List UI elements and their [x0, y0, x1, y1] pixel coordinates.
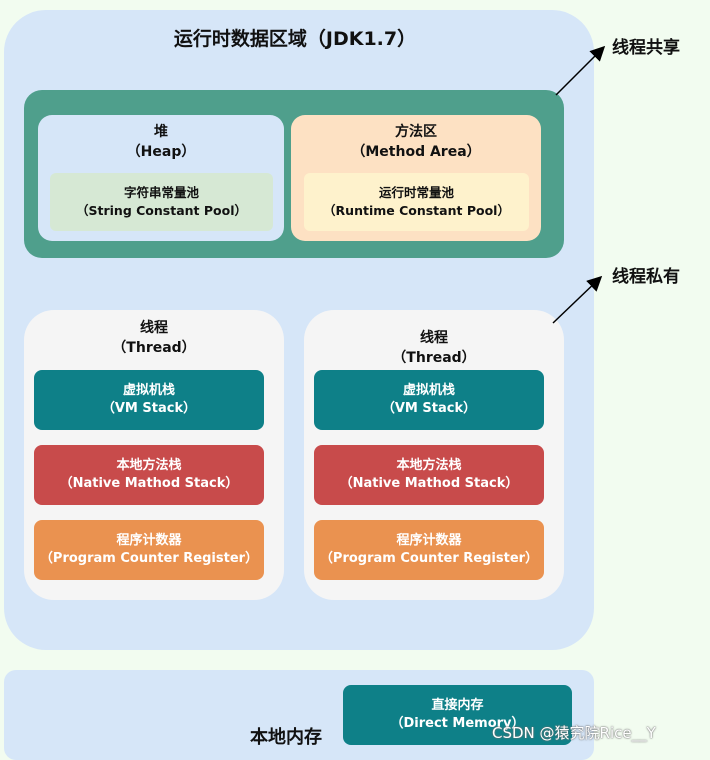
string-constant-pool-en: （String Constant Pool）: [76, 203, 247, 218]
native-stack-en: （Native Mathod Stack）: [59, 476, 239, 491]
thread-shared-label: 线程共享: [612, 38, 680, 58]
private-arrow: [552, 275, 603, 324]
thread-private-label: 线程私有: [612, 267, 680, 287]
direct-memory-cn: 直接内存: [431, 698, 484, 713]
direct-memory-en: （Direct Memory）: [390, 716, 525, 731]
thread-1-title: 线程 （Thread）: [24, 318, 284, 358]
runtime-constant-pool-box: 运行时常量池 （Runtime Constant Pool）: [304, 173, 529, 231]
vm-stack-cn: 虚拟机栈: [402, 383, 455, 398]
pc-register-cn: 程序计数器: [116, 533, 182, 548]
string-constant-pool-box: 字符串常量池 （String Constant Pool）: [50, 173, 273, 231]
native-stack-en: （Native Mathod Stack）: [339, 476, 519, 491]
runtime-constant-pool-en: （Runtime Constant Pool）: [323, 203, 510, 218]
csdn-watermark: CSDN @猿究院Rice__Y: [492, 724, 656, 742]
native-stack-cn: 本地方法栈: [396, 458, 462, 473]
native-stack-cn: 本地方法栈: [116, 458, 182, 473]
method-area-title-en: （Method Area）: [351, 144, 481, 160]
vm-stack-en: （VM Stack）: [101, 401, 197, 416]
thread-2-title: 线程 （Thread）: [304, 328, 564, 368]
heap-title-en: （Heap）: [126, 144, 196, 160]
thread-1-title-en: （Thread）: [112, 340, 196, 356]
vm-stack-cn: 虚拟机栈: [122, 383, 175, 398]
heap-title-cn: 堆: [154, 124, 168, 140]
thread-2-native-method-stack: 本地方法栈 （Native Mathod Stack）: [314, 445, 544, 505]
native-memory-label: 本地内存: [250, 727, 322, 748]
runtime-constant-pool-cn: 运行时常量池: [378, 185, 454, 200]
thread-1-program-counter-register: 程序计数器 （Program Counter Register）: [34, 520, 264, 580]
shared-arrow: [555, 45, 606, 96]
thread-1-vm-stack: 虚拟机栈 （VM Stack）: [34, 370, 264, 430]
pc-register-cn: 程序计数器: [396, 533, 462, 548]
pc-register-en: （Program Counter Register）: [319, 551, 539, 566]
thread-2-program-counter-register: 程序计数器 （Program Counter Register）: [314, 520, 544, 580]
vm-stack-en: （VM Stack）: [381, 401, 477, 416]
heap-title: 堆 （Heap）: [38, 122, 284, 162]
thread-2-title-en: （Thread）: [392, 350, 476, 366]
pc-register-en: （Program Counter Register）: [39, 551, 259, 566]
thread-2-title-cn: 线程: [420, 330, 448, 346]
runtime-data-area-title: 运行时数据区域（JDK1.7）: [173, 28, 417, 50]
direct-memory-box: 直接内存 （Direct Memory）: [343, 685, 572, 745]
string-constant-pool-cn: 字符串常量池: [123, 185, 199, 200]
method-area-title-cn: 方法区: [395, 124, 437, 140]
thread-1-native-method-stack: 本地方法栈 （Native Mathod Stack）: [34, 445, 264, 505]
thread-2-vm-stack: 虚拟机栈 （VM Stack）: [314, 370, 544, 430]
thread-1-title-cn: 线程: [140, 320, 168, 336]
method-area-title: 方法区 （Method Area）: [291, 122, 541, 162]
